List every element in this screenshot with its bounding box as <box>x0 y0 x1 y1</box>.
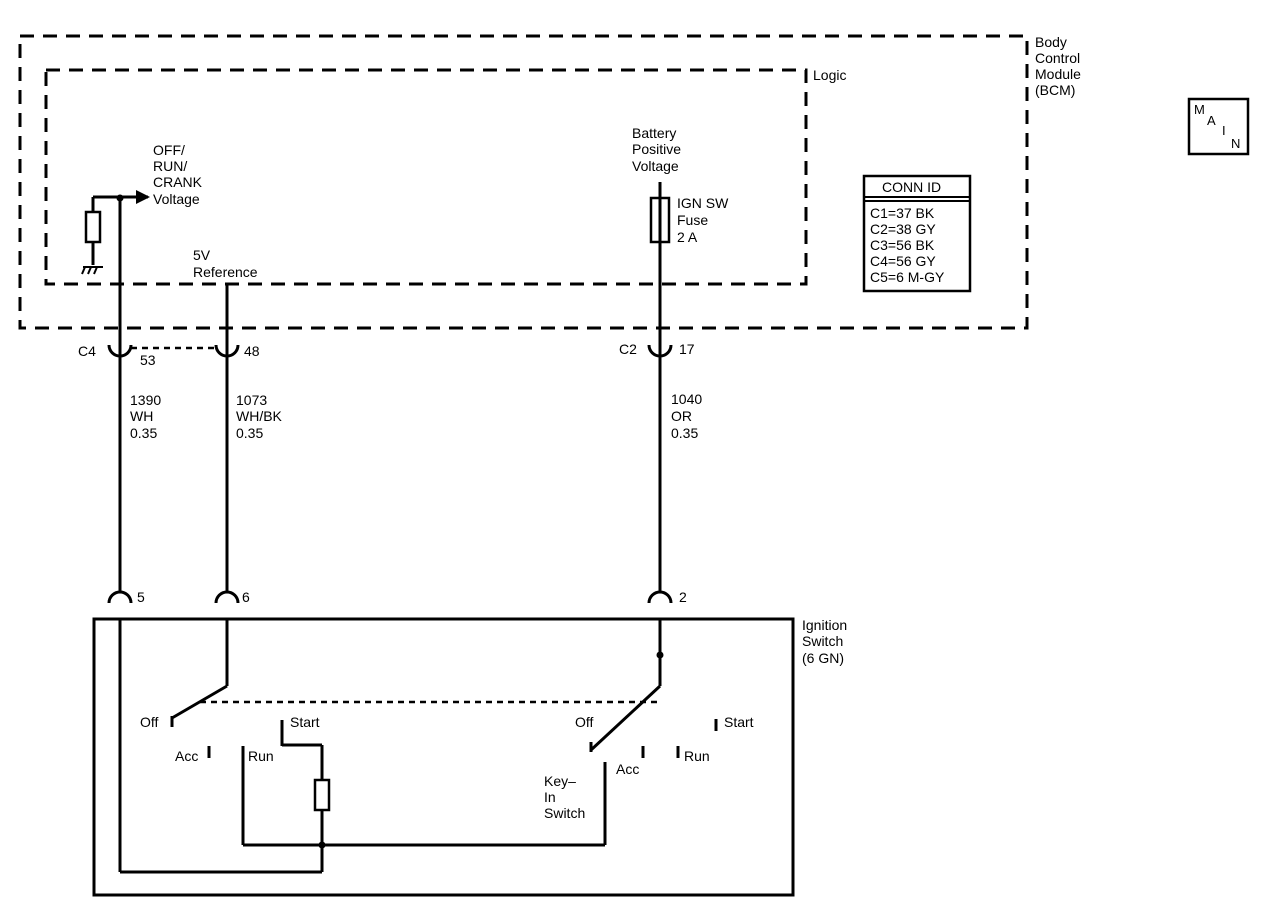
main-badge: M A I N <box>1187 97 1250 156</box>
svg-text:Key–: Key– <box>544 773 576 789</box>
svg-text:Voltage: Voltage <box>153 191 200 207</box>
svg-text:5V: 5V <box>193 247 211 263</box>
svg-text:A: A <box>1207 113 1216 128</box>
c4-label: C4 <box>78 343 96 359</box>
svg-text:2 A: 2 A <box>677 229 698 245</box>
wire-label-1073: 1073 WH/BK 0.35 <box>236 392 283 441</box>
svg-text:I: I <box>1222 123 1226 138</box>
svg-text:Body: Body <box>1035 34 1067 50</box>
right-run-label: Run <box>684 748 710 764</box>
conn-id-table: CONN ID C1=37 BK C2=38 GY C3=56 BK C4=56… <box>862 174 972 293</box>
conn-id-row: C4=56 GY <box>870 253 936 269</box>
svg-text:Positive: Positive <box>632 141 681 157</box>
svg-text:IGN SW: IGN SW <box>677 195 729 211</box>
svg-text:(BCM): (BCM) <box>1035 82 1075 98</box>
left-off-label: Off <box>140 714 159 730</box>
right-start-label: Start <box>724 714 754 730</box>
svg-text:Fuse: Fuse <box>677 212 708 228</box>
reference-label: 5V Reference <box>193 247 258 280</box>
svg-text:WH: WH <box>130 408 153 424</box>
wire-label-1390: 1390 WH 0.35 <box>130 392 161 441</box>
left-acc-label: Acc <box>175 748 198 764</box>
conn-id-row: C1=37 BK <box>870 205 935 221</box>
c2-pin-17: 17 <box>679 341 695 357</box>
pull-down-resistor <box>84 210 102 244</box>
right-off-label: Off <box>575 714 594 730</box>
ground-icon <box>81 266 103 275</box>
ignition-switch-box <box>92 617 795 897</box>
svg-text:Voltage: Voltage <box>632 158 679 174</box>
svg-text:1040: 1040 <box>671 391 702 407</box>
wire-label-1040: 1040 OR 0.35 <box>671 391 702 441</box>
conn-id-row: C3=56 BK <box>870 237 935 253</box>
switch-connector <box>107 590 673 604</box>
c4-pin-48: 48 <box>244 343 260 359</box>
start-resistor <box>313 778 331 812</box>
key-in-switch-label: Key– In Switch <box>544 773 585 821</box>
svg-text:Module: Module <box>1035 66 1081 82</box>
fuse-label: IGN SW Fuse 2 A <box>677 195 729 245</box>
svg-text:CRANK: CRANK <box>153 174 203 190</box>
logic-boundary <box>44 68 808 286</box>
right-switch-blade <box>589 684 662 752</box>
svg-text:Ignition: Ignition <box>802 617 847 633</box>
conn-id-header: CONN ID <box>882 179 941 195</box>
c4-pin-53: 53 <box>140 352 156 368</box>
svg-text:0.35: 0.35 <box>130 425 157 441</box>
logic-label: Logic <box>813 67 846 83</box>
svg-text:OR: OR <box>671 408 692 424</box>
svg-text:M: M <box>1194 102 1205 117</box>
battery-voltage-label: Battery Positive Voltage <box>632 125 681 174</box>
svg-text:WH/BK: WH/BK <box>236 408 283 424</box>
svg-text:Control: Control <box>1035 50 1080 66</box>
conn-id-row: C5=6 M-GY <box>870 269 945 285</box>
off-run-crank-input <box>81 190 150 275</box>
svg-text:OFF/: OFF/ <box>153 142 185 158</box>
svg-text:Reference: Reference <box>193 264 258 280</box>
svg-text:In: In <box>544 789 556 805</box>
switch-pin-6: 6 <box>242 589 250 605</box>
c2-label: C2 <box>619 341 637 357</box>
left-switch-blade <box>171 684 228 720</box>
svg-text:Battery: Battery <box>632 125 676 141</box>
splice-dot <box>656 651 664 659</box>
svg-text:Switch: Switch <box>802 633 843 649</box>
svg-text:Switch: Switch <box>544 805 585 821</box>
bcm-boundary <box>18 34 1029 330</box>
conn-id-row: C2=38 GY <box>870 221 936 237</box>
left-run-label: Run <box>248 748 274 764</box>
svg-text:N: N <box>1231 136 1240 151</box>
switch-internals <box>118 619 718 874</box>
connector-c2 <box>647 344 673 358</box>
svg-text:RUN/: RUN/ <box>153 158 187 174</box>
svg-text:0.35: 0.35 <box>236 425 263 441</box>
svg-text:0.35: 0.35 <box>671 425 698 441</box>
svg-text:1073: 1073 <box>236 392 267 408</box>
switch-pin-2: 2 <box>679 589 687 605</box>
arrow-icon <box>136 190 150 204</box>
off-run-crank-label: OFF/ RUN/ CRANK Voltage <box>153 142 203 207</box>
splice-dot <box>318 841 326 849</box>
left-start-label: Start <box>290 714 320 730</box>
ignition-switch-label: Ignition Switch (6 GN) <box>802 617 847 666</box>
right-acc-label: Acc <box>616 761 639 777</box>
bcm-label: Body Control Module (BCM) <box>1035 34 1081 98</box>
switch-pin-5: 5 <box>137 589 145 605</box>
svg-text:1390: 1390 <box>130 392 161 408</box>
svg-text:(6 GN): (6 GN) <box>802 650 844 666</box>
connector-c4 <box>107 344 240 358</box>
